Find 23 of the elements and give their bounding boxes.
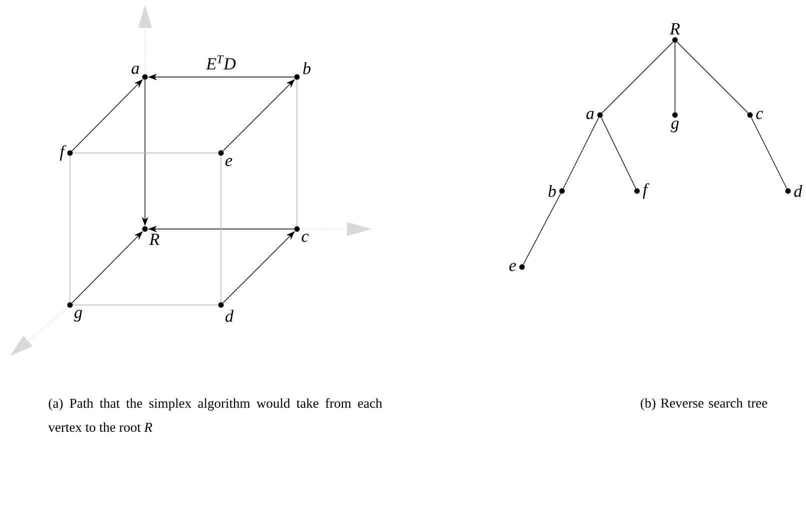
node-label: c [756, 110, 764, 120]
node-label: a [586, 110, 594, 120]
node-label: f [642, 183, 650, 199]
arrow [72, 231, 143, 304]
edge-label: E$^{T}$D [206, 55, 236, 70]
node-label: R [670, 23, 680, 34]
arrow [222, 231, 295, 304]
node-label: c [302, 234, 309, 242]
node-label: b [548, 185, 556, 197]
node-label: R [149, 234, 160, 245]
node-label: e [509, 262, 516, 272]
arrow [72, 79, 143, 152]
node-label: g [74, 310, 82, 322]
node-label: g [670, 120, 679, 132]
node-label: a [132, 66, 139, 74]
caption: (a) Path that the simplex algorithm would take from each vertex to the root R [48, 398, 382, 432]
caption: (b) Reverse search tree [640, 398, 768, 410]
node-label: d [794, 185, 802, 197]
node-label: b [303, 62, 311, 74]
arrow [222, 79, 295, 152]
node-label: d [225, 310, 234, 322]
node-label: f [60, 145, 66, 161]
node-label: e [225, 158, 232, 166]
